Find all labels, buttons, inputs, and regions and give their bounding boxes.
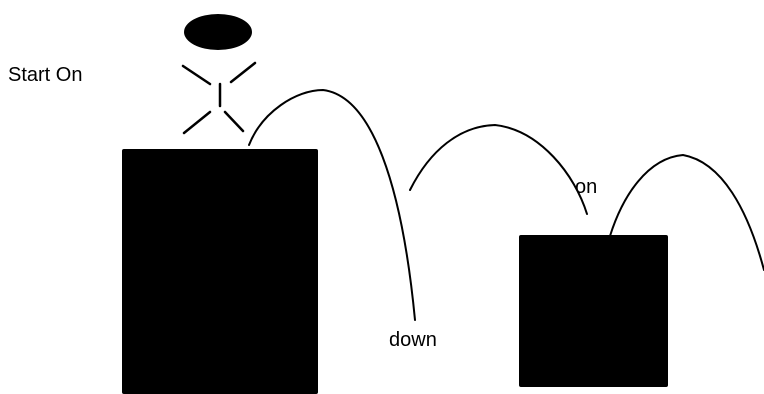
short-platform [519, 235, 668, 387]
down-label: down [389, 329, 437, 351]
tall-platform [122, 149, 318, 394]
stick-figure [181, 14, 257, 135]
stick-figure-head [184, 14, 252, 50]
jump-arc-on [409, 123, 588, 215]
stick-figure-left-leg [182, 110, 212, 135]
stick-figure-right-leg [223, 110, 245, 133]
jump-arc-down [248, 88, 416, 321]
start-label: Start On [8, 64, 82, 86]
jump-arc-onward [609, 153, 764, 271]
stick-figure-right-arm [229, 61, 257, 84]
jump-arcs [248, 88, 764, 321]
on-label: on [575, 176, 597, 198]
stick-figure-left-arm [181, 64, 212, 86]
